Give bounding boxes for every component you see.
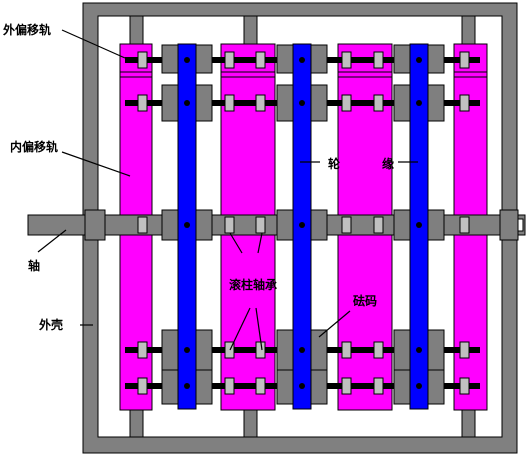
axle-dot	[416, 383, 422, 389]
shaft-end-marker	[517, 218, 524, 232]
leader-weight	[318, 310, 351, 338]
roller-bearing	[137, 94, 148, 112]
housing-pin	[129, 407, 144, 438]
roller-bearing	[224, 341, 235, 359]
roller-bearing	[341, 341, 352, 359]
roller-bearing	[255, 341, 266, 359]
roller-bearing	[255, 216, 266, 234]
label-roller-bearing: 滚柱轴承	[229, 277, 277, 292]
roller-bearing	[137, 341, 148, 359]
roller-bearing	[373, 341, 384, 359]
roller-bearing	[137, 216, 148, 234]
roller-bearing	[255, 51, 266, 69]
axle-dot	[299, 383, 305, 389]
leader-bearing-3	[229, 307, 251, 351]
axle-dot	[416, 57, 422, 63]
axle-dot	[416, 100, 422, 106]
label-rim-right: 缘	[382, 156, 394, 171]
outer-housing	[82, 2, 518, 454]
roller-bearing	[224, 377, 235, 395]
rail-top-dividers	[120, 71, 487, 78]
axle-dot	[299, 57, 305, 63]
label-housing: 外壳	[39, 317, 63, 332]
leader-bearing-2	[257, 232, 263, 254]
label-inner-offset-rail: 内偏移轨	[10, 139, 58, 154]
roller-bearing	[224, 94, 235, 112]
roller-bearing	[373, 216, 384, 234]
roller-bearing	[137, 377, 148, 395]
shaft-collar-left	[84, 209, 106, 241]
axle-dot	[299, 222, 305, 228]
axle-dot	[299, 347, 305, 353]
roller-bearing	[373, 377, 384, 395]
housing-pin	[129, 15, 144, 47]
roller-bearing	[255, 94, 266, 112]
leader-bearing-1	[229, 232, 243, 254]
leader-shaft	[37, 229, 67, 253]
axle-dot	[416, 222, 422, 228]
axle-dots	[184, 57, 422, 389]
roller-bearing	[341, 216, 352, 234]
roller-bearing	[459, 216, 470, 234]
label-shaft: 轴	[28, 258, 40, 273]
housing-pin	[243, 407, 258, 438]
label-outer-offset-rail: 外偏移轨	[3, 22, 51, 37]
roller-bearing	[341, 51, 352, 69]
label-weight: 砝码	[353, 293, 377, 308]
leader-lines	[37, 29, 418, 351]
housing-pin	[461, 407, 476, 438]
roller-bearing	[459, 94, 470, 112]
roller-bearing	[137, 51, 148, 69]
axle-dot	[184, 100, 190, 106]
axle-dot	[184, 383, 190, 389]
leader-outer-rail	[61, 29, 126, 59]
roller-bearing	[341, 377, 352, 395]
roller-bearing	[373, 94, 384, 112]
rim-bars	[177, 43, 429, 410]
roller-bearing	[224, 51, 235, 69]
roller-bearing	[341, 94, 352, 112]
roller-bearing	[459, 377, 470, 395]
roller-bearing	[373, 51, 384, 69]
roller-bearing	[255, 377, 266, 395]
roller-bearing	[224, 216, 235, 234]
roller-bearing	[459, 341, 470, 359]
axle-dot	[184, 222, 190, 228]
axle-dot	[416, 347, 422, 353]
axle-dot	[184, 57, 190, 63]
label-rim-left: 轮	[328, 156, 341, 171]
roller-bearings	[137, 51, 470, 395]
leader-bearing-4	[255, 307, 263, 351]
leader-inner-rail	[61, 151, 131, 177]
housing-pin	[243, 15, 258, 47]
roller-bearing	[459, 51, 470, 69]
shaft-collar-right	[499, 209, 519, 241]
housing-pin	[461, 15, 476, 47]
axle-dot	[184, 347, 190, 353]
axle-dot	[299, 100, 305, 106]
